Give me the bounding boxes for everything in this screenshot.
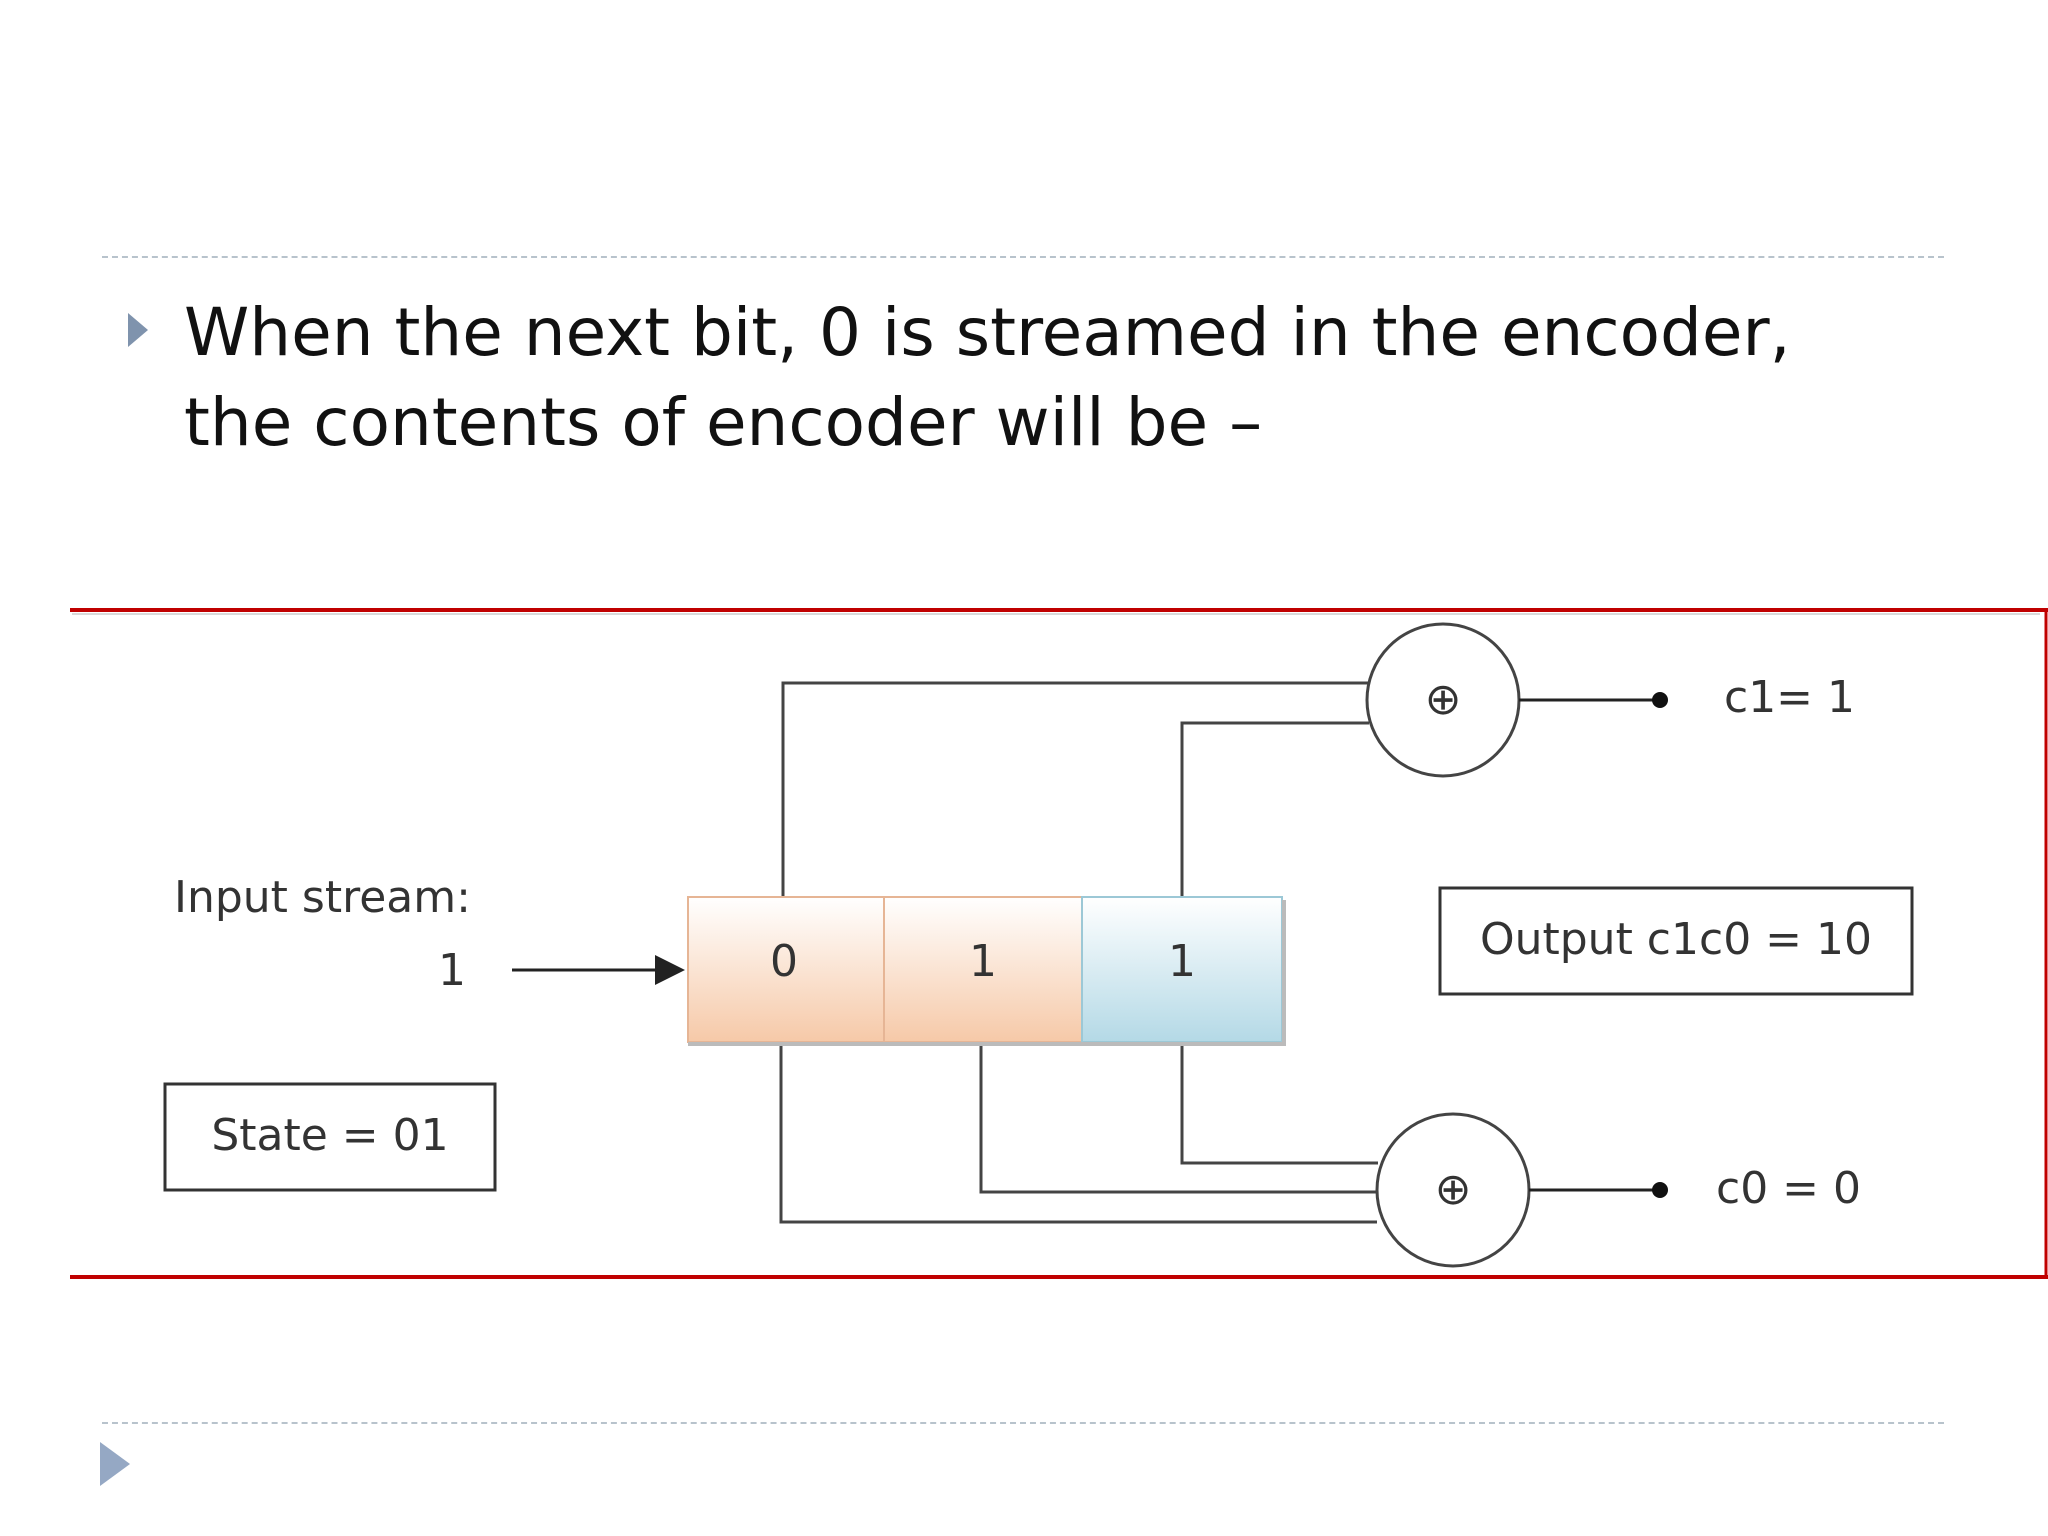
c0-output-dot bbox=[1652, 1182, 1668, 1198]
register-cell-2 bbox=[883, 896, 1083, 1043]
xor-gate-c0: ⊕ bbox=[1375, 1112, 1531, 1268]
output-label: Output c1c0 = 10 bbox=[1480, 914, 1872, 965]
diagram-frame bbox=[70, 608, 2048, 1279]
input-stream-value: 1 bbox=[438, 945, 466, 996]
output-box bbox=[1438, 886, 1914, 996]
c1-output-dot bbox=[1652, 692, 1668, 708]
xor-c0-symbol-icon: ⊕ bbox=[1435, 1164, 1472, 1215]
register-cell-2-value: 1 bbox=[969, 936, 997, 987]
slide-body-text: When the next bit, 0 is streamed in the … bbox=[184, 294, 1791, 461]
c1-label: c1= 1 bbox=[1724, 672, 1855, 723]
xor-c1-symbol-icon: ⊕ bbox=[1425, 674, 1462, 725]
top-dashed-divider bbox=[102, 256, 1944, 258]
input-stream-label: Input stream: bbox=[174, 872, 471, 923]
register-cell-3-value: 1 bbox=[1168, 936, 1196, 987]
convolutional-encoder-diagram: 0 1 1 ⊕ c1= 1 ⊕ c0 = 0 Input stream: 1 S… bbox=[70, 608, 2048, 1279]
bottom-dashed-divider bbox=[102, 1422, 1944, 1424]
xor-gate-c1: ⊕ bbox=[1365, 622, 1521, 778]
state-box bbox=[163, 1082, 497, 1192]
register-cell-1-value: 0 bbox=[770, 936, 798, 987]
bullet-triangle-icon bbox=[128, 313, 148, 347]
state-label: State = 01 bbox=[211, 1110, 448, 1161]
connection-wires bbox=[779, 681, 1378, 1224]
shift-register: 0 1 1 bbox=[687, 896, 1286, 1046]
slide-nav-arrow-icon[interactable] bbox=[100, 1442, 130, 1486]
c0-label: c0 = 0 bbox=[1716, 1163, 1861, 1214]
